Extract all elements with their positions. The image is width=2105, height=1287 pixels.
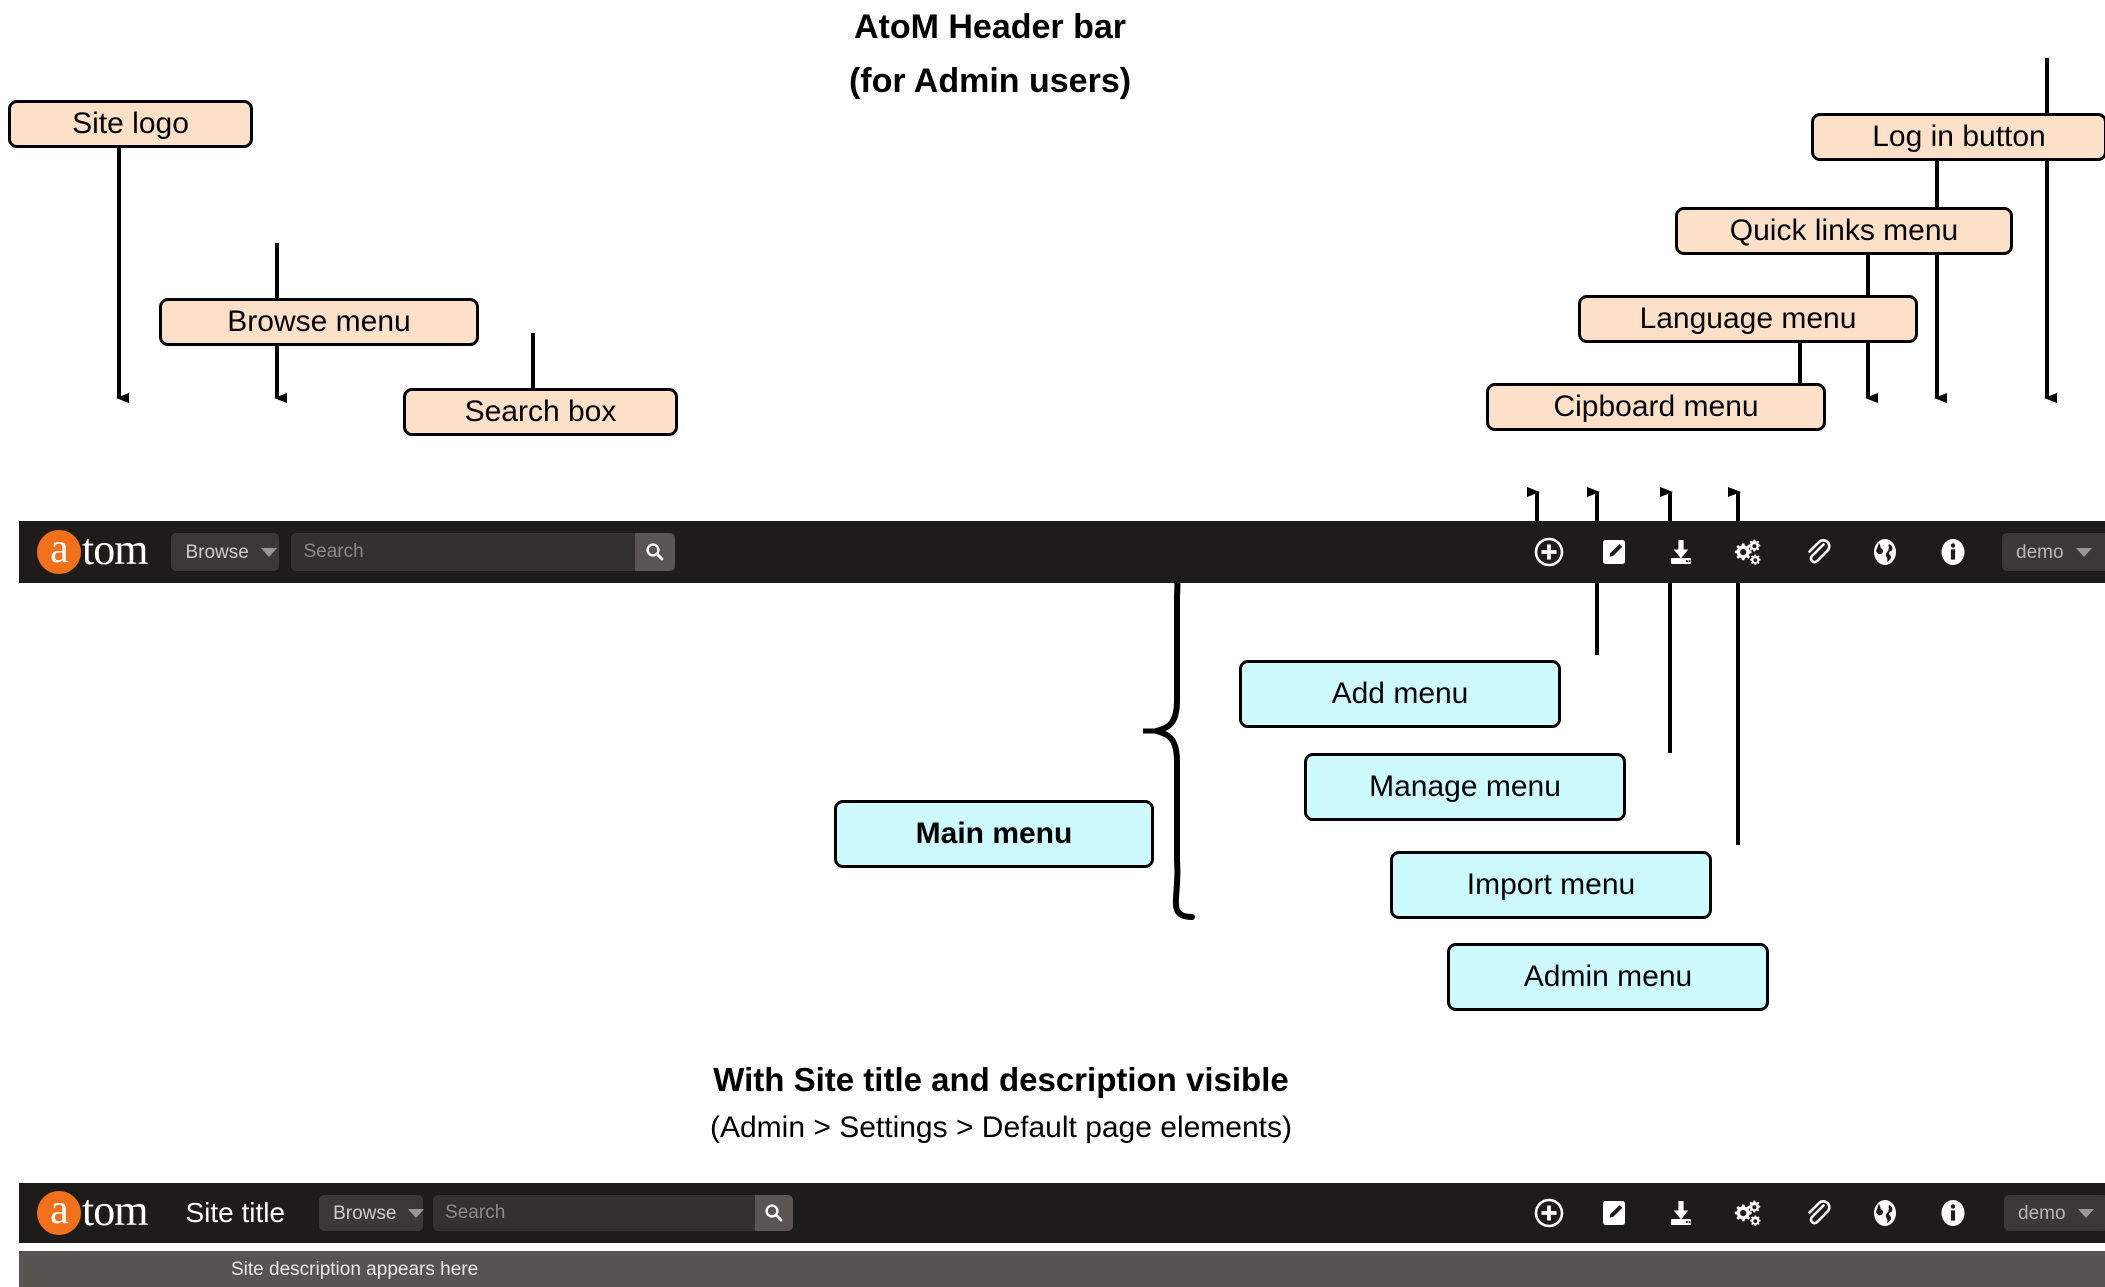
callout-label: Site logo	[72, 107, 189, 140]
page-title-line2: (for Admin users)	[848, 62, 1132, 100]
callout-label: Manage menu	[1369, 770, 1561, 803]
browse-menu-button[interactable]: Browse	[319, 1195, 425, 1231]
search-icon	[646, 543, 664, 561]
callout-search-box[interactable]: Search box	[403, 388, 678, 436]
clipboard-menu-button[interactable]	[1802, 537, 1832, 567]
callout-clipboard-menu[interactable]: Cipboard menu	[1486, 383, 1826, 431]
admin-icon	[1734, 1200, 1761, 1226]
quick-links-icon	[1941, 1200, 1965, 1226]
import-menu-button[interactable]	[1666, 1198, 1696, 1228]
login-button[interactable]: demo	[2002, 533, 2105, 571]
manage-menu-button[interactable]	[1599, 537, 1629, 567]
site-logo[interactable]: a tom	[37, 525, 148, 574]
search-icon	[765, 1204, 783, 1222]
quick-links-icon	[1941, 539, 1965, 565]
page-title-line1: AtoM Header bar	[853, 8, 1127, 46]
language-menu-button[interactable]	[1870, 537, 1900, 567]
site-description-text: Site description appears here	[231, 1258, 479, 1280]
import-menu-button[interactable]	[1666, 537, 1696, 567]
search-submit-button[interactable]	[635, 533, 676, 571]
callout-main-menu[interactable]: Main menu	[834, 800, 1154, 868]
browse-menu-label: Browse	[333, 1202, 397, 1224]
callout-label: Quick links menu	[1729, 214, 1959, 247]
callout-label: Search box	[464, 395, 617, 428]
admin-menu-button[interactable]	[1731, 537, 1763, 567]
chevron-down-icon	[2075, 547, 2092, 557]
logo-wordmark: tom	[82, 1186, 148, 1235]
clipboard-icon	[1808, 1200, 1831, 1225]
atom-header-bar-top: a tom Browse	[19, 521, 2105, 583]
diagram-canvas: AtoM Header bar (for Admin users) Site l…	[8, 8, 2105, 1287]
add-icon	[1534, 1198, 1564, 1228]
callout-label: Browse menu	[227, 305, 411, 338]
search-box[interactable]	[433, 1195, 794, 1231]
site-logo[interactable]: a tom	[37, 1186, 148, 1235]
login-button[interactable]: demo	[2004, 1195, 2105, 1231]
chevron-down-icon	[2077, 1208, 2094, 1218]
site-description-bar: Site description appears here	[19, 1251, 2105, 1287]
language-icon	[1874, 539, 1896, 565]
callout-site-logo[interactable]: Site logo Browse menu Search box Cipboar…	[8, 100, 2105, 1287]
bottom-title-line2: (Admin > Settings > Default page element…	[710, 1111, 1292, 1144]
add-icon	[1534, 537, 1564, 567]
manage-icon	[1603, 540, 1625, 564]
chevron-down-icon	[408, 1208, 425, 1218]
language-menu-button[interactable]	[1870, 1198, 1900, 1228]
callout-label: Add menu	[1331, 677, 1469, 710]
callout-label: Main menu	[915, 817, 1073, 850]
connector-lines	[116, 58, 2057, 920]
callout-label: Log in button	[1872, 120, 2046, 153]
bottom-title-line1: With Site title and description visible	[713, 1061, 1289, 1098]
search-input[interactable]	[433, 1195, 756, 1231]
browse-menu-button[interactable]: Browse	[171, 533, 280, 571]
search-input[interactable]	[291, 533, 636, 571]
callout-language-menu[interactable]: Language menu	[1578, 295, 1918, 343]
admin-menu-button[interactable]	[1731, 1198, 1763, 1228]
callout-add-menu[interactable]: Add menu	[1239, 660, 1561, 728]
search-submit-button[interactable]	[755, 1195, 794, 1231]
clipboard-icon	[1808, 539, 1831, 564]
callout-login-button[interactable]: Log in button	[1811, 113, 2105, 161]
atom-header-bar-bottom: a tom Site title Browse	[19, 1183, 2105, 1243]
add-menu-button[interactable]	[1534, 1198, 1564, 1228]
logo-mark-icon: a	[37, 1189, 81, 1235]
account-label: demo	[2016, 541, 2064, 563]
chevron-down-icon	[260, 547, 277, 557]
add-menu-button[interactable]	[1534, 537, 1564, 567]
language-icon	[1874, 1200, 1896, 1226]
callout-browse-menu[interactable]: Browse menu	[159, 298, 479, 346]
quick-links-menu-button[interactable]	[1938, 1198, 1968, 1228]
account-label: demo	[2018, 1202, 2066, 1224]
clipboard-menu-button[interactable]	[1802, 1198, 1832, 1228]
callout-import-menu[interactable]: Import menu	[1390, 851, 1712, 919]
callout-label: Language menu	[1639, 302, 1857, 335]
callout-manage-menu[interactable]: Manage menu	[1304, 753, 1626, 821]
callout-label: Import menu	[1466, 868, 1636, 901]
callout-quick-links-menu[interactable]: Quick links menu	[1675, 207, 2013, 255]
logo-mark-icon: a	[37, 528, 81, 574]
admin-icon	[1734, 539, 1761, 565]
logo-wordmark: tom	[82, 525, 148, 574]
callout-admin-menu[interactable]: Admin menu	[1447, 943, 1769, 1011]
callout-label: Cipboard menu	[1553, 390, 1759, 423]
callout-label: Admin menu	[1523, 960, 1693, 993]
manage-menu-button[interactable]	[1599, 1198, 1629, 1228]
site-title: Site title	[185, 1197, 286, 1228]
import-icon	[1671, 1201, 1691, 1225]
import-icon	[1671, 540, 1691, 564]
manage-icon	[1603, 1201, 1625, 1225]
search-box[interactable]	[291, 533, 676, 571]
quick-links-menu-button[interactable]	[1938, 537, 1968, 567]
browse-menu-label: Browse	[185, 541, 249, 563]
